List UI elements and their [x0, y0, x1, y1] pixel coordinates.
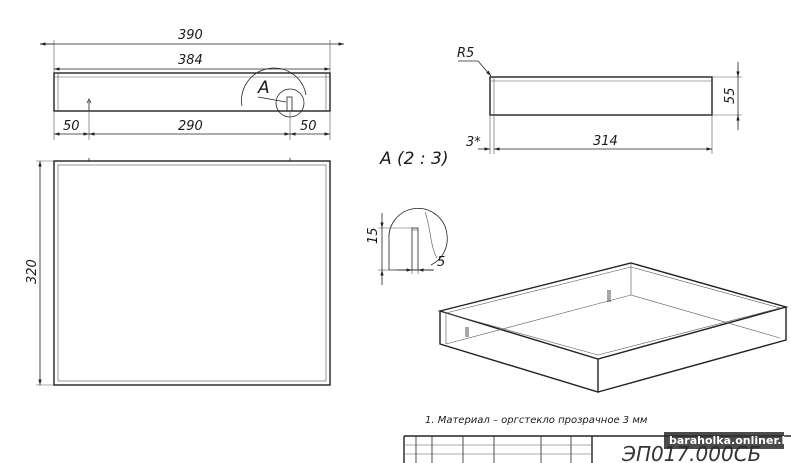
- dim-front-height: 320: [25, 259, 40, 284]
- front-view-outline: [53, 160, 331, 386]
- isometric-view: [437, 262, 789, 393]
- dim-profile-length: 314: [593, 134, 618, 149]
- side-profile-view: R5 55 3* 314: [457, 46, 742, 154]
- detail-view-a: A (2 : 3) 15 5: [366, 149, 448, 285]
- dim-side-left: 50: [63, 119, 80, 134]
- dim-radius: R5: [457, 46, 474, 61]
- material-note: 1. Материал – оргстекло прозрачное 3 мм: [425, 415, 648, 426]
- watermark: baraholka.onliner.by: [664, 432, 791, 449]
- dim-profile-height: 55: [723, 87, 738, 104]
- dim-top-overall: 390: [178, 28, 203, 43]
- dim-slot-height: 15: [366, 227, 381, 244]
- top-view: A 390 384 50 290 50: [40, 28, 344, 140]
- iso-front-face: [439, 311, 599, 393]
- dim-thickness: 3*: [466, 135, 481, 150]
- top-view-slot-right: [286, 96, 293, 112]
- dim-top-inner: 384: [178, 53, 203, 68]
- iso-side-face: [597, 307, 787, 393]
- dim-side-right: 50: [300, 119, 317, 134]
- dim-side-mid: 290: [178, 119, 203, 134]
- detail-circle-a: [241, 67, 307, 107]
- detail-view-label: A (2 : 3): [379, 149, 448, 169]
- detail-leader: [257, 96, 287, 103]
- detail-view-arc: [388, 207, 448, 270]
- detail-view-slot: [411, 227, 419, 271]
- iso-top-rim: [437, 262, 789, 360]
- profile-outline: [489, 76, 713, 116]
- front-view: 320: [25, 158, 331, 386]
- watermark-text: baraholka.onliner.by: [669, 434, 791, 447]
- top-view-outline: [53, 72, 331, 112]
- dim-slot-width: 5: [437, 255, 445, 270]
- detail-marker-label: A: [257, 78, 270, 98]
